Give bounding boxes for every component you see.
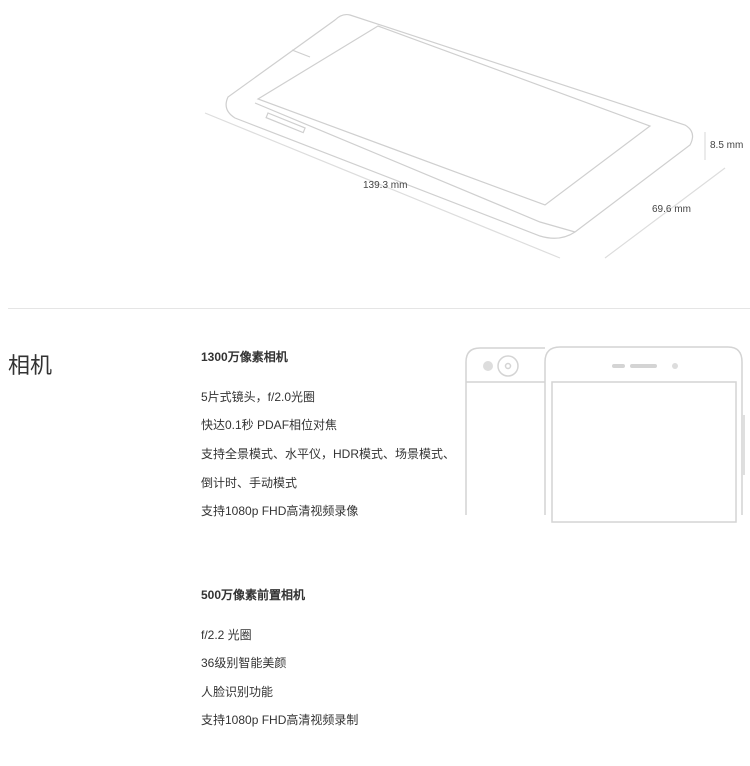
- rear-feature: 支持1080p FHD高清视频录像: [201, 504, 359, 518]
- thickness-label: 8.5 mm: [710, 140, 744, 151]
- rear-feature: 快达0.1秒 PDAF相位对焦: [201, 418, 338, 432]
- front-feature: 支持1080p FHD高清视频录制: [201, 713, 359, 727]
- phone-front-back-drawing: [465, 346, 745, 523]
- front-feature: 人脸识别功能: [201, 685, 274, 699]
- front-feature: 36级别智能美颜: [201, 656, 287, 670]
- rear-feature: 支持全景模式、水平仪，HDR模式、场景模式、: [201, 447, 455, 461]
- rear-feature: 5片式镜头，f/2.0光圈: [201, 390, 316, 404]
- phone-dimension-drawing: [204, 13, 726, 259]
- width-label: 69.6 mm: [652, 204, 691, 215]
- rear-feature: 倒计时、手动模式: [201, 476, 298, 490]
- front-camera-heading: 500万像素前置相机: [201, 588, 306, 602]
- length-label: 139.3 mm: [363, 180, 408, 191]
- divider: [8, 308, 750, 309]
- section-title: 相机: [8, 353, 53, 378]
- front-feature: f/2.2 光圈: [201, 628, 252, 642]
- rear-camera-heading: 1300万像素相机: [201, 350, 288, 364]
